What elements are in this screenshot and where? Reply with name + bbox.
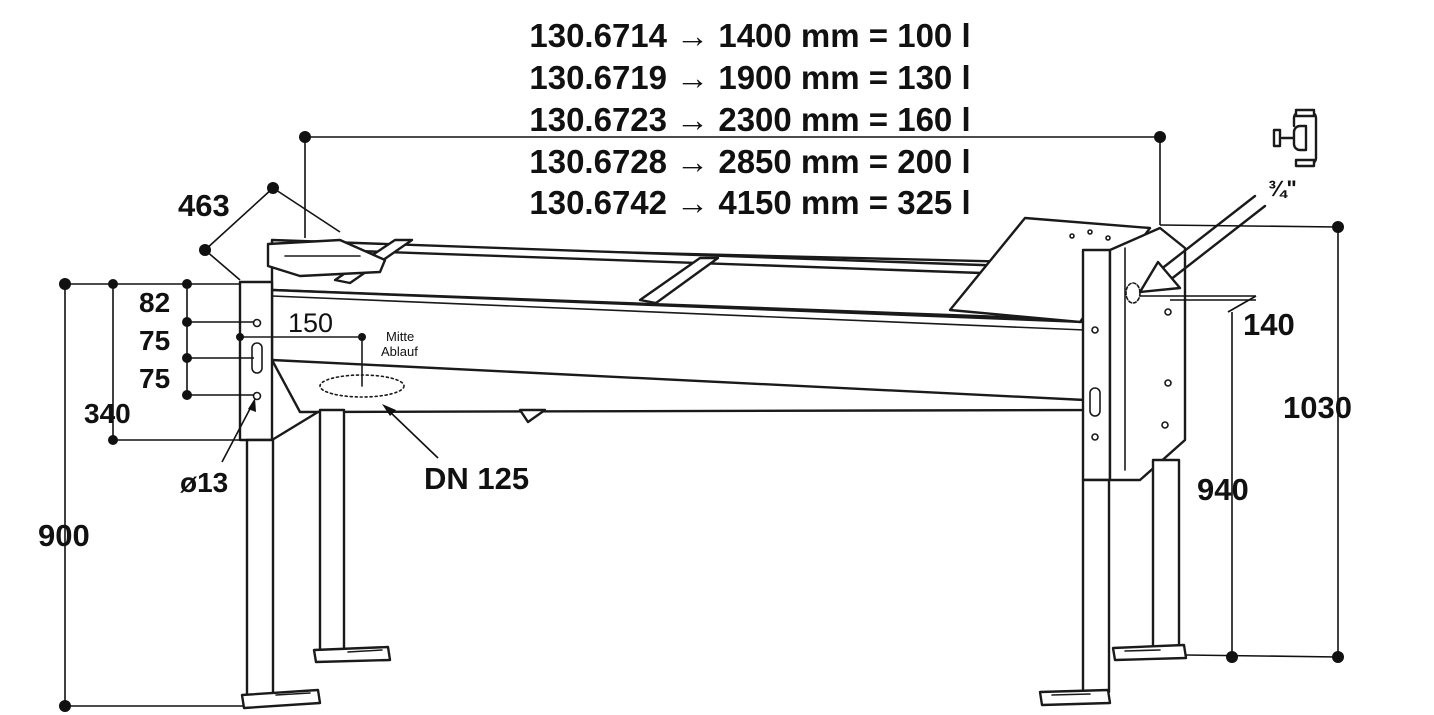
supply-offset-label: 140 bbox=[1243, 307, 1295, 342]
right-back-leg bbox=[1111, 458, 1188, 662]
right-front-leg bbox=[1038, 478, 1112, 707]
total-height-label: 1030 bbox=[1283, 390, 1352, 425]
variant-row: 130.6723 → 2300 mm = 160 l bbox=[529, 101, 970, 138]
length-dimension-line bbox=[299, 131, 1166, 238]
leg-height-label: 900 bbox=[38, 518, 90, 553]
variant-row: 130.6728 → 2850 mm = 200 l bbox=[529, 143, 970, 180]
drain-size-label: DN 125 bbox=[424, 461, 529, 496]
total-height-dimension: 1030 bbox=[1159, 221, 1352, 663]
supply-connection: ¾" bbox=[1138, 108, 1318, 294]
hole-diameter-label: ø13 bbox=[180, 467, 228, 498]
hole-dimension-chain: 82 75 75 340 ø13 bbox=[65, 279, 256, 498]
supply-height-label: 940 bbox=[1197, 472, 1249, 507]
supply-offset-dimension: 140 bbox=[1140, 295, 1295, 342]
hole-spacing-label: 75 bbox=[139, 325, 170, 356]
variant-row: 130.6714 → 1400 mm = 100 l bbox=[529, 17, 970, 54]
variant-row: 130.6719 → 1900 mm = 130 l bbox=[529, 59, 970, 96]
depth-label: 463 bbox=[178, 188, 230, 223]
variant-row: 130.6742 → 4150 mm = 325 l bbox=[529, 184, 970, 221]
drain-center-label: Mitte bbox=[386, 329, 414, 344]
hole-offset-label: 82 bbox=[139, 287, 170, 318]
supply-height-dimension: 940 bbox=[1185, 312, 1339, 663]
variants-table: 130.6714 → 1400 mm = 100 l 130.6719 → 19… bbox=[529, 17, 970, 221]
drain-center-label: Ablauf bbox=[381, 344, 418, 359]
right-frame bbox=[1081, 226, 1187, 482]
leg-height-dimension: 900 bbox=[38, 278, 244, 712]
hole-zone-label: 340 bbox=[84, 398, 131, 429]
depth-dimension: 463 bbox=[178, 182, 341, 281]
hole-spacing-label: 75 bbox=[139, 363, 170, 394]
left-back-leg bbox=[312, 408, 392, 664]
left-front-leg bbox=[240, 438, 322, 710]
drain-outlet: 150 Mitte Ablauf DN 125 bbox=[236, 308, 529, 496]
drain-offset-label: 150 bbox=[288, 308, 333, 338]
supply-thread-label: ¾" bbox=[1268, 176, 1297, 201]
